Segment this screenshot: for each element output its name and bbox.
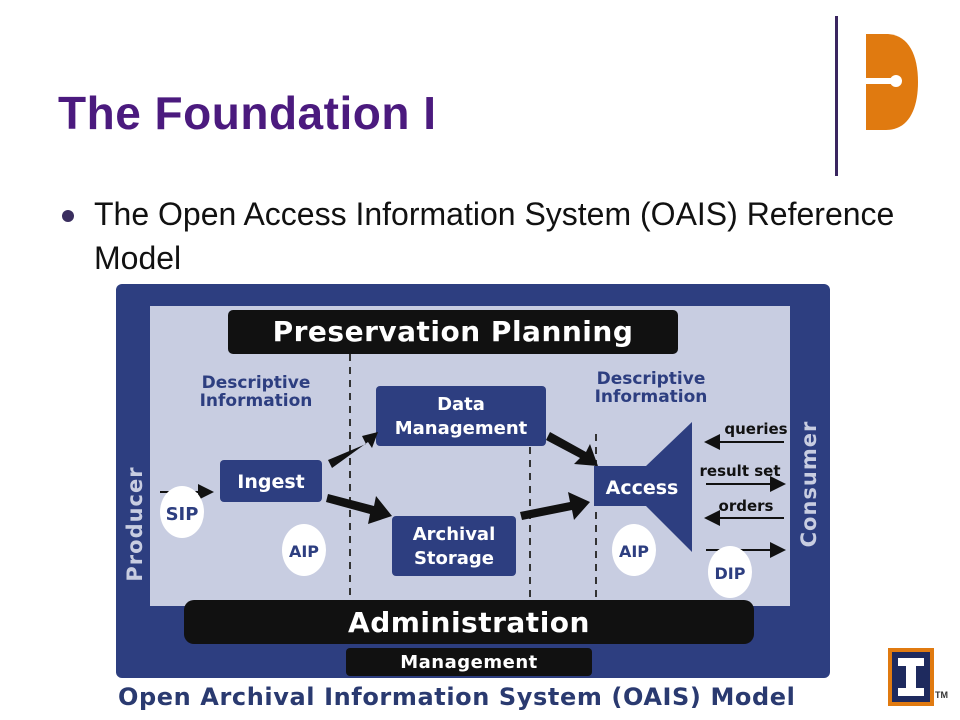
flow-arrows xyxy=(326,432,598,524)
aip-right-label: AIP xyxy=(619,542,649,561)
sip-oval xyxy=(160,486,204,538)
desc-info-left-1: Descriptive xyxy=(202,373,311,393)
data-management-label-2: Management xyxy=(395,418,528,439)
slide-title: The Foundation I xyxy=(58,87,437,139)
ingest-label: Ingest xyxy=(237,471,304,493)
bullet-dot xyxy=(62,210,74,222)
consumer-label: Consumer xyxy=(797,421,821,548)
divider-line xyxy=(835,16,838,176)
desc-info-right-2: Information xyxy=(595,387,708,407)
aip-right-oval xyxy=(612,524,656,576)
data-management-label-1: Data xyxy=(437,394,485,415)
aip-left-label: AIP xyxy=(289,542,319,561)
administration-bar xyxy=(184,600,754,644)
dip-label: DIP xyxy=(715,564,746,583)
result-set-label: result set xyxy=(700,462,781,480)
diagram-caption: Open Archival Information System (OAIS) … xyxy=(118,683,796,711)
dip-oval xyxy=(708,546,752,598)
archival-storage-box xyxy=(392,516,516,576)
management-label: Management xyxy=(400,652,538,673)
desc-info-right-1: Descriptive xyxy=(597,369,706,389)
access-label: Access xyxy=(606,477,679,499)
illinois-d-logo xyxy=(866,34,918,130)
orders-label: orders xyxy=(719,497,774,515)
sip-label: SIP xyxy=(166,504,199,525)
management-tab xyxy=(346,648,592,676)
queries-label: queries xyxy=(724,420,787,438)
university-logo xyxy=(888,648,934,706)
aip-left-oval xyxy=(282,524,326,576)
archival-storage-label-2: Storage xyxy=(414,548,494,569)
archival-storage-label-1: Archival xyxy=(413,524,496,545)
access-funnel xyxy=(594,422,692,552)
ingest-box xyxy=(220,460,322,502)
preservation-planning-label: Preservation Planning xyxy=(273,315,634,348)
trademark-mark: TM xyxy=(935,690,948,700)
producer-label: Producer xyxy=(123,466,147,581)
data-management-box xyxy=(376,386,546,446)
oais-diagram: Producer Consumer Preservation Planning … xyxy=(116,284,830,678)
preservation-planning-bar xyxy=(228,310,678,354)
administration-label: Administration xyxy=(348,606,590,639)
desc-info-left-2: Information xyxy=(200,391,313,411)
bullet-text: The Open Access Information System (OAIS… xyxy=(94,196,895,276)
